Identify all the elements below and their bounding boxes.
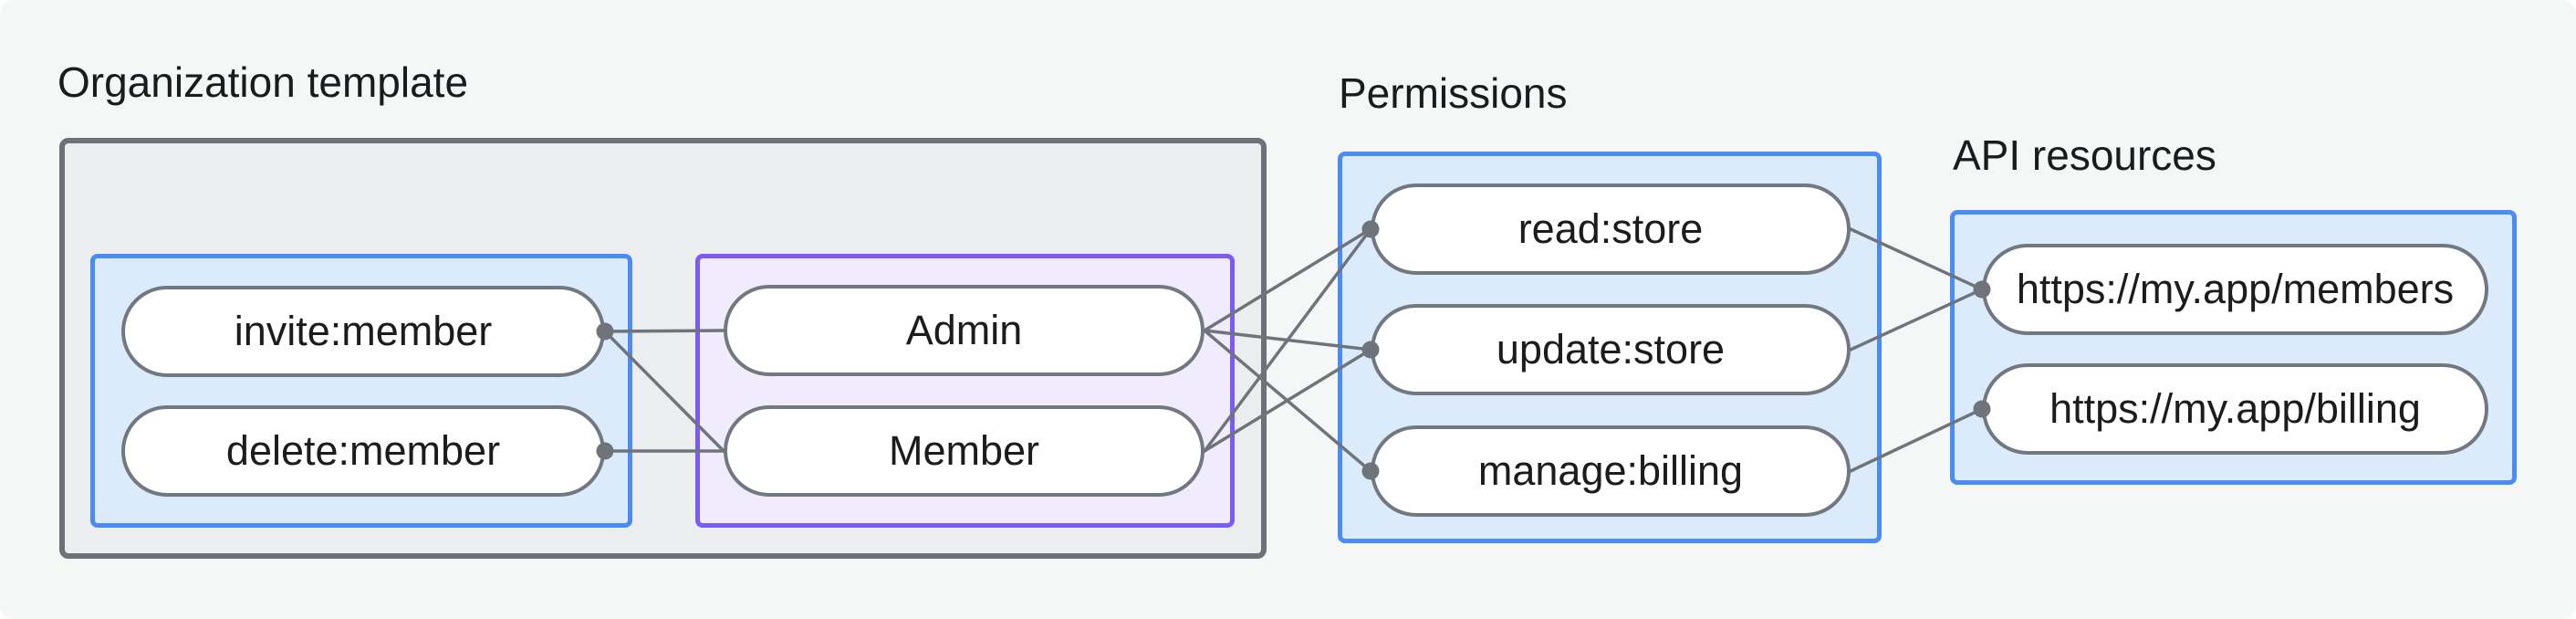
api-resources-label: API resources (1953, 131, 2216, 179)
node-read-store: read:store (1371, 184, 1851, 275)
org-template-title: Organization template (57, 58, 469, 106)
node-api-members: https://my.app/members (1982, 244, 2488, 335)
node-invite-member: invite:member (121, 286, 605, 377)
node-manage-billing: manage:billing (1371, 425, 1851, 517)
node-member-role: Member (724, 405, 1205, 497)
node-admin-role: Admin (724, 285, 1205, 376)
permissions-label: Permissions (1339, 69, 1568, 117)
node-update-store: update:store (1371, 304, 1851, 395)
node-delete-member: delete:member (121, 405, 605, 497)
node-api-billing: https://my.app/billing (1982, 363, 2488, 455)
